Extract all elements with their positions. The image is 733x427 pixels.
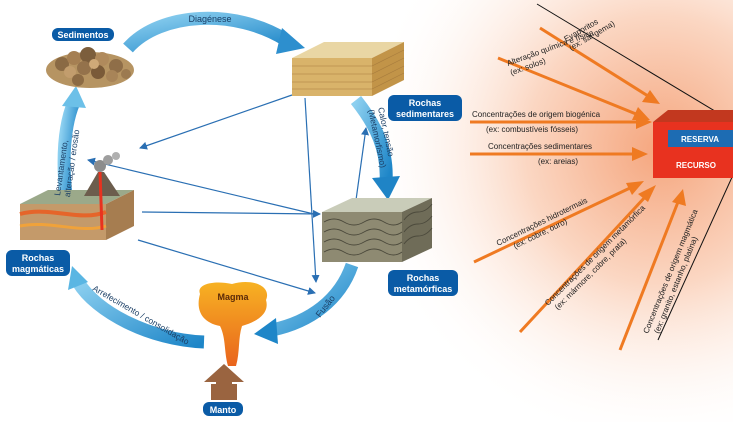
label-rochas-sedimentares-2: sedimentares: [396, 109, 454, 119]
concentration-arrowheads: [626, 90, 686, 206]
arrow-head-metamorfismo: [372, 176, 400, 200]
label-rochas-sedimentares-1: Rochas: [409, 98, 442, 108]
box-top-face: [653, 110, 733, 122]
metamorphic-rock-image: [322, 198, 433, 262]
label-diagenese: Diagénese: [188, 14, 231, 24]
arrow-head-levantamento: [62, 86, 86, 108]
frame-line-bottom: [657, 174, 733, 341]
label-rochas-metamorficas-1: Rochas: [407, 273, 440, 283]
label-rochas-metamorficas-2: metamórficas: [394, 284, 453, 294]
label-manto: Manto: [210, 405, 237, 415]
label-pill-rochas-sedimentares: [388, 95, 462, 121]
label-recurso: RECURSO: [676, 161, 716, 170]
sediments-pile-image: [46, 47, 134, 88]
label-pill-rochas-metamorficas: [388, 270, 458, 296]
text-biogenica-1: Concentrações de origem biogénica: [472, 110, 601, 119]
text-sedimentares-2: (ex: areias): [538, 157, 578, 166]
arrow-metamorfismo: [350, 95, 393, 183]
arrow-diagenese: [123, 11, 290, 53]
cycle-ring: [57, 11, 400, 349]
label-reserva: RESERVA: [681, 135, 719, 144]
arrow-fusao: [270, 262, 359, 337]
label-pill-sedimentos: [52, 28, 114, 41]
label-pill-manto: [203, 402, 243, 416]
label-rochas-magmaticas-1: Rochas: [22, 253, 55, 263]
arrow-head-arrefecimento: [68, 266, 88, 290]
label-sedimentos: Sedimentos: [57, 30, 108, 40]
label-pill-rochas-magmaticas: [6, 250, 70, 276]
reserva-box: [668, 130, 733, 147]
arrow-head-fusao: [254, 318, 278, 344]
label-rochas-magmaticas-2: magmáticas: [12, 264, 64, 274]
arrow-arrefecimento: [72, 278, 205, 349]
concentration-arrows: [470, 26, 680, 351]
text-biogenica-2: (ex: combustíveis fósseis): [486, 125, 578, 134]
sedimentary-rock-image: [292, 42, 405, 96]
arrow-levantamento: [57, 99, 81, 197]
text-sedimentares-1: Concentrações sedimentares: [488, 142, 592, 151]
magma-chamber-image: [198, 281, 268, 366]
frame-line-top: [536, 3, 733, 123]
inner-arrows: [87, 94, 369, 295]
mantle-arrow-image: [204, 364, 244, 400]
igneous-rock-image: [19, 152, 134, 240]
arrow-head-diagenese: [276, 28, 305, 54]
label-magma: Magma: [217, 292, 249, 302]
